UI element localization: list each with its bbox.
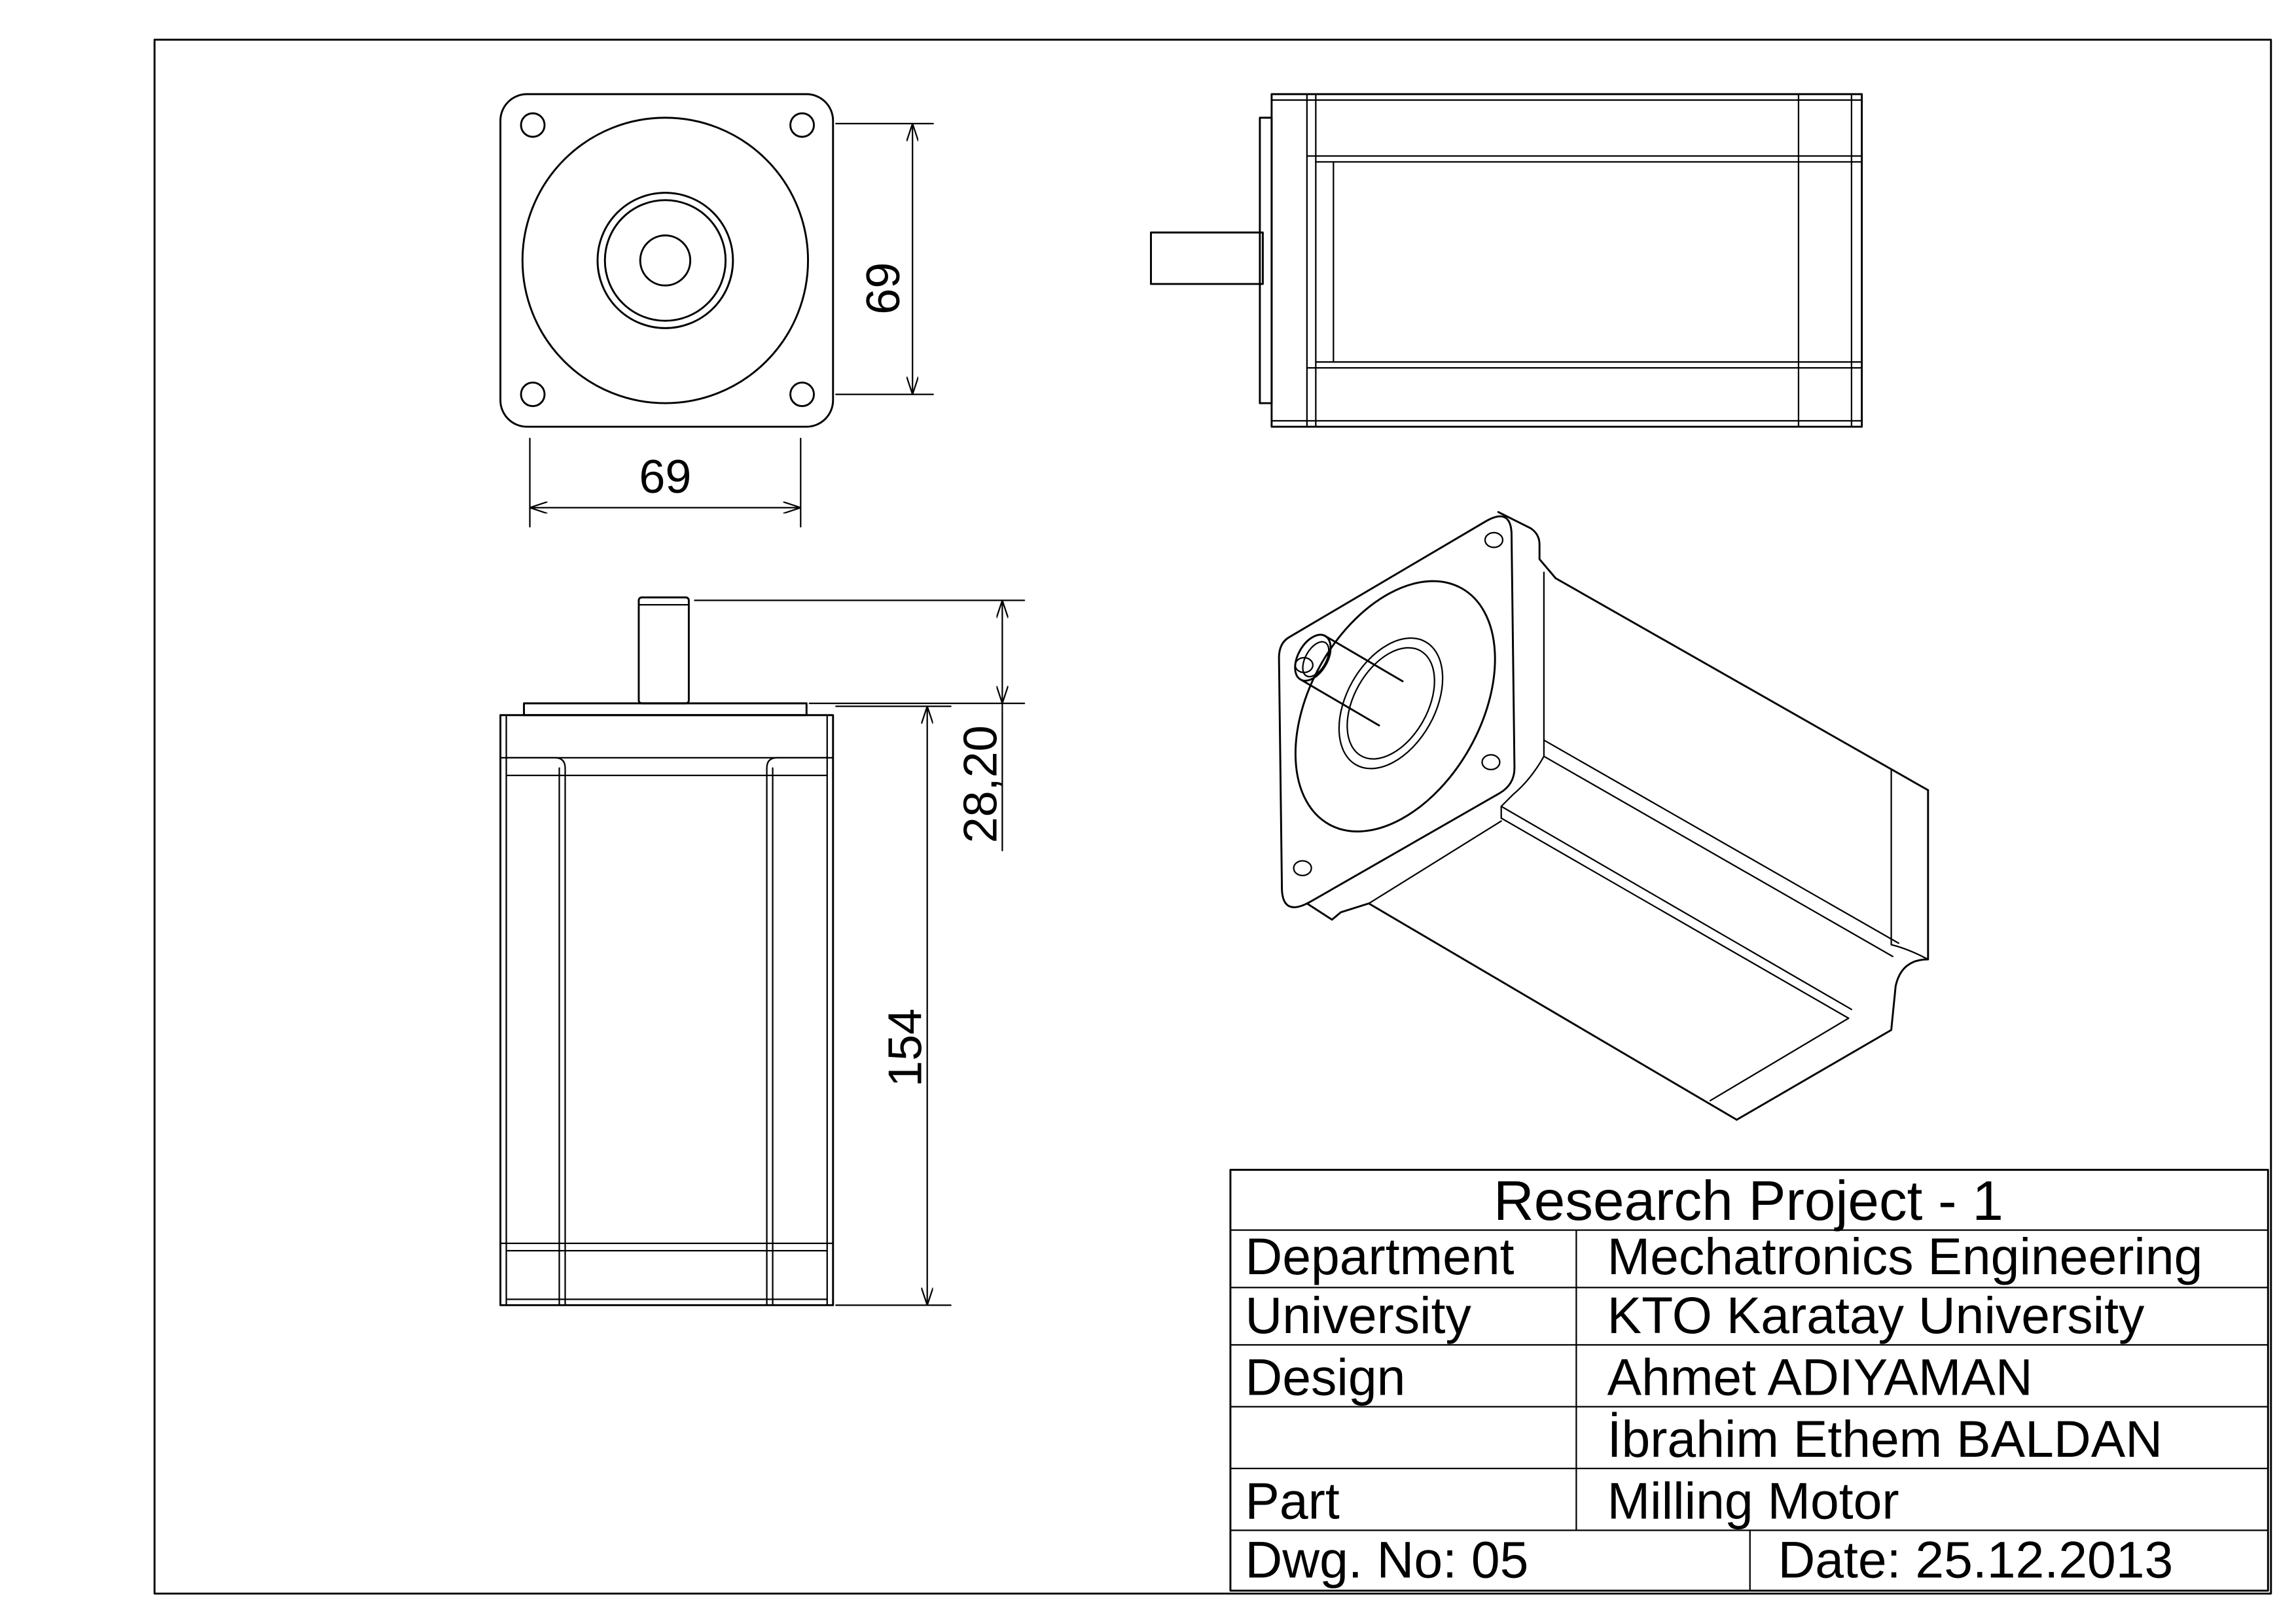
dimension-front-width: 69 bbox=[529, 437, 802, 528]
drawing-date: Date: 25.12.2013 bbox=[1778, 1531, 2173, 1588]
mounting-hole bbox=[1484, 531, 1504, 548]
shaft-chamfer bbox=[1302, 641, 1330, 678]
pilot-circle-outer bbox=[596, 192, 734, 329]
elevation-view bbox=[499, 596, 834, 1306]
designer-name: Ahmet ADIYAMAN bbox=[1607, 1349, 2033, 1406]
shaft-silhouette bbox=[1300, 679, 1380, 726]
department-value: Mechatronics Engineering bbox=[1607, 1228, 2203, 1285]
flange-circle bbox=[1294, 580, 1496, 832]
designer-name: İbrahim Ethem BALDAN bbox=[1607, 1410, 2162, 1468]
dimension-label: 154 bbox=[880, 1008, 932, 1087]
shaft bbox=[1150, 231, 1264, 285]
mounting-hole bbox=[789, 112, 816, 138]
mounting-hole bbox=[1481, 754, 1501, 771]
groove-line bbox=[1500, 817, 1850, 1020]
body-top-edge bbox=[1554, 577, 1929, 791]
side-view bbox=[1150, 93, 1863, 428]
body-bottom-edge bbox=[1367, 902, 1738, 1121]
mounting-hole bbox=[789, 382, 816, 408]
isometric-view bbox=[1278, 510, 1929, 1121]
pilot-circle-inner bbox=[603, 199, 727, 322]
dimension-shaft-length: 28,20 bbox=[694, 599, 1026, 851]
drawing-border bbox=[153, 39, 2272, 1595]
pilot bbox=[523, 702, 808, 717]
dimension-label: 69 bbox=[639, 451, 691, 503]
title-block: Research Project - 1 Department Mechatro… bbox=[1229, 1169, 2269, 1592]
body-lower-front-edge bbox=[1368, 820, 1502, 904]
pilot-circle-outer bbox=[1338, 637, 1444, 770]
pilot-circle-inner bbox=[1346, 647, 1435, 760]
front-view bbox=[499, 93, 834, 428]
dimension-front-height: 69 bbox=[835, 122, 934, 395]
dimension-label: 69 bbox=[857, 262, 910, 315]
project-title: Research Project - 1 bbox=[1494, 1170, 2003, 1232]
groove-front-profile bbox=[1500, 739, 1545, 819]
university-value: KTO Karatay University bbox=[1607, 1287, 2145, 1344]
body-end-profile bbox=[1736, 789, 1929, 1121]
body-lower-back-edge bbox=[1709, 1017, 1850, 1101]
flange-circle bbox=[521, 116, 810, 404]
part-value: Milling Motor bbox=[1607, 1472, 1899, 1529]
groove-right bbox=[766, 757, 828, 1306]
flange-edge bbox=[1497, 510, 1557, 580]
flange-face-outline bbox=[1278, 515, 1516, 908]
shaft-circle bbox=[639, 234, 692, 287]
dimension-body-length: 154 bbox=[835, 705, 952, 1306]
groove-line bbox=[1500, 806, 1853, 1010]
mounting-hole bbox=[520, 382, 546, 408]
shaft-silhouette bbox=[1323, 634, 1404, 683]
drawing-number: Dwg. No: 05 bbox=[1245, 1531, 1528, 1588]
university-label: University bbox=[1245, 1287, 1471, 1344]
pilot bbox=[1259, 116, 1273, 404]
groove-end-curve bbox=[1890, 944, 1929, 961]
groove-left bbox=[505, 757, 566, 1306]
flange-bottom-edge bbox=[1306, 902, 1370, 921]
shaft-end bbox=[1294, 633, 1332, 682]
part-label: Part bbox=[1245, 1472, 1339, 1529]
shaft bbox=[637, 596, 690, 705]
groove-line bbox=[1543, 739, 1899, 944]
mounting-hole bbox=[520, 112, 546, 138]
dimension-label: 28,20 bbox=[954, 725, 1007, 843]
groove-line bbox=[1543, 755, 1893, 957]
motor-body-outline bbox=[1270, 93, 1863, 428]
design-label: Design bbox=[1245, 1349, 1405, 1406]
department-label: Department bbox=[1245, 1228, 1514, 1285]
motor-body-outline bbox=[499, 714, 834, 1306]
flange-outline bbox=[499, 93, 834, 428]
mounting-hole bbox=[1293, 860, 1312, 876]
